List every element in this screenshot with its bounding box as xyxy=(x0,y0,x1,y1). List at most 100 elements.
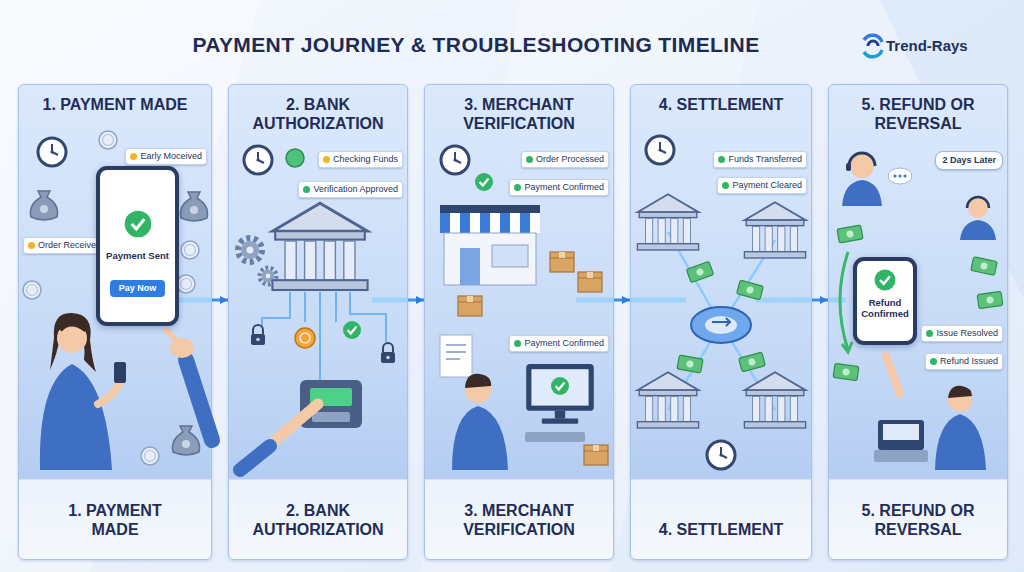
text-slot: 2. BANK AUTHORIZATION xyxy=(235,501,401,539)
merchant-verification-scene xyxy=(576,298,614,303)
merchant-verification-scene xyxy=(475,173,493,191)
check-icon xyxy=(124,210,152,238)
screen-text: Payment Sent xyxy=(104,250,171,261)
flow-arrow xyxy=(614,299,630,302)
refund-scene xyxy=(842,342,852,352)
merchant-verification-scene xyxy=(490,213,500,233)
button-text: Pay Now xyxy=(119,283,157,294)
payment-made-scene xyxy=(119,173,137,191)
bank-authorization-scene xyxy=(272,203,367,290)
merchant-verification-scene xyxy=(526,364,594,424)
payment-made-scene xyxy=(23,131,212,470)
settlement-scene xyxy=(630,136,812,469)
badge-text: Verification Approved xyxy=(313,184,398,195)
payment-made-scene xyxy=(181,241,199,259)
refund-scene xyxy=(898,174,901,177)
settlement-scene xyxy=(712,318,730,326)
notification-badge: Verification Approved xyxy=(298,181,403,198)
text-slot: 3. MERCHANT VERIFICATION xyxy=(431,501,607,539)
stage-heading: 2. BANK AUTHORIZATION xyxy=(235,95,401,133)
screen-text: Refund Confirmed xyxy=(861,297,909,319)
refund-scene xyxy=(968,198,988,218)
notification-badge: Payment Confirmed xyxy=(509,335,609,352)
refund-scene xyxy=(849,153,875,166)
settlement-scene xyxy=(630,298,812,303)
payment-made-scene xyxy=(180,192,207,221)
settlement-scene xyxy=(637,372,698,428)
badge-text: Funds Transferred xyxy=(728,154,802,165)
text-slot: 5. REFUND OR REVERSAL xyxy=(835,95,1001,133)
settlement-scene xyxy=(646,136,674,164)
text-slot: 2. BANK AUTHORIZATION xyxy=(235,95,401,133)
refund-scene xyxy=(846,163,851,171)
merchant-verification-scene xyxy=(525,432,585,442)
diagram-title: PAYMENT JOURNEY & TROUBLESHOOTING TIMELI… xyxy=(0,33,952,57)
payment-made-scene xyxy=(30,191,57,220)
bank-authorization-scene xyxy=(238,146,408,470)
stage-label: 1. PAYMENT MADE xyxy=(55,501,175,539)
text-slot: 5. REFUND OR REVERSAL xyxy=(835,501,1001,539)
merchant-verification-scene xyxy=(551,377,569,395)
payment-made-scene xyxy=(50,313,96,372)
logo-icon xyxy=(864,50,882,57)
phone-screen: Pay Now Payment Sent xyxy=(96,166,179,326)
payment-made-scene xyxy=(186,360,212,440)
payment-made-scene xyxy=(98,382,120,404)
merchant-verification-scene xyxy=(465,374,491,388)
bank-authorization-scene xyxy=(381,343,395,363)
merchant-verification-scene xyxy=(444,233,536,285)
payment-made-scene xyxy=(114,362,126,383)
merchant-verification-scene xyxy=(550,252,574,272)
merchant-verification-scene xyxy=(530,213,540,233)
notification-badge: Refund Issued xyxy=(925,353,1003,370)
stage-label: 3. MERCHANT VERIFICATION xyxy=(432,501,606,539)
page-background xyxy=(0,0,260,572)
bank-authorization-scene xyxy=(244,146,272,174)
text-slot: 1. PAYMENT MADE xyxy=(25,501,205,539)
settlement-scene xyxy=(686,261,713,282)
payment-made-scene xyxy=(23,281,41,299)
notification-badge: Funds Transferred xyxy=(713,151,807,168)
payment-made-scene xyxy=(99,131,117,149)
payment-made-scene xyxy=(40,364,112,470)
refund-scene xyxy=(840,252,848,350)
text-slot: 4. SETTLEMENT xyxy=(637,520,805,539)
text-slot: 3. MERCHANT VERIFICATION xyxy=(431,95,607,133)
text-slot: 1. PAYMENT MADE xyxy=(25,95,205,114)
merchant-verification-scene xyxy=(492,245,528,267)
bank-authorization-scene xyxy=(286,149,304,167)
refund-scene xyxy=(948,386,972,398)
notification-badge: Early Moceived xyxy=(125,148,207,165)
check-icon xyxy=(875,270,896,291)
check-icon xyxy=(874,269,896,291)
stage-heading: 3. MERCHANT VERIFICATION xyxy=(431,95,607,133)
stage-label: 2. BANK AUTHORIZATION xyxy=(236,501,400,539)
settlement-scene xyxy=(739,352,766,372)
notification-badge: Order Received xyxy=(23,237,106,254)
bank-authorization-scene xyxy=(240,404,318,470)
refund-scene xyxy=(960,220,996,240)
refund-scene xyxy=(883,424,919,440)
merchant-verification-scene xyxy=(458,296,482,316)
payment-made-scene xyxy=(38,138,66,166)
merchant-verification-scene xyxy=(578,272,602,292)
refund-scene xyxy=(842,180,882,206)
phone-screen: Refund Confirmed xyxy=(853,257,917,345)
refund-scene xyxy=(971,257,997,276)
bank-authorization-scene xyxy=(300,380,362,428)
flow-arrow xyxy=(408,299,424,302)
merchant-verification-scene xyxy=(450,213,460,233)
merchant-verification-scene xyxy=(500,213,510,233)
logo-icon xyxy=(864,35,882,57)
settlement-scene xyxy=(705,316,737,334)
badge-text: Refund Issued xyxy=(940,356,998,367)
notification-badge: Payment Cleared xyxy=(717,177,807,194)
refund-scene xyxy=(828,298,846,303)
bubble-text: 2 Days Later xyxy=(942,155,996,166)
settlement-scene xyxy=(707,441,735,469)
bank-authorization-scene xyxy=(251,325,265,345)
notification-badge: Issue Resolved xyxy=(921,325,1003,342)
refund-scene xyxy=(837,225,863,243)
speech-bubble: 2 Days Later xyxy=(935,151,1003,170)
